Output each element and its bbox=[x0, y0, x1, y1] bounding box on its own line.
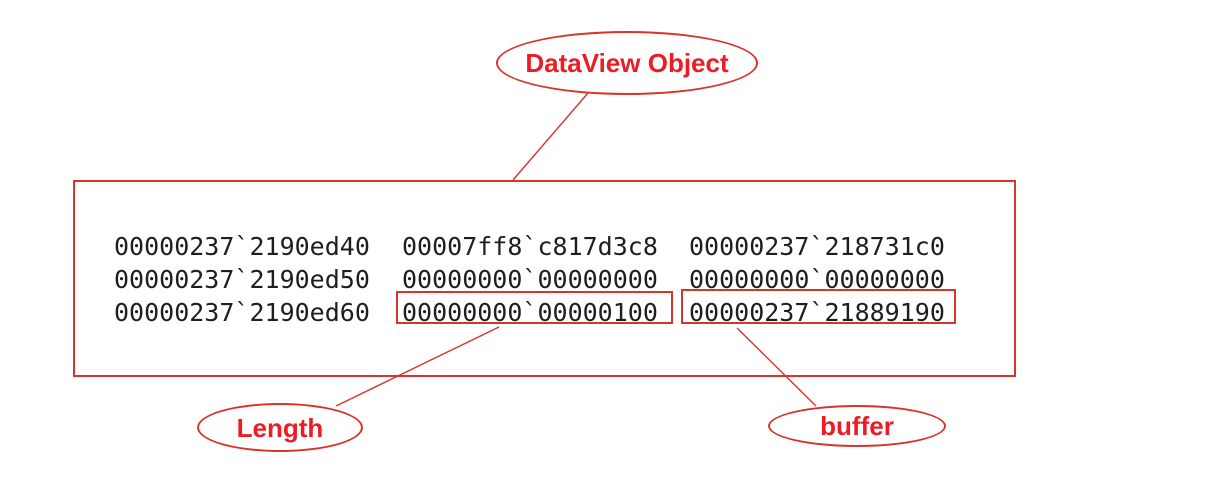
dataview-callout-ellipse: DataView Object bbox=[496, 31, 758, 95]
memory-address-cell: 00000237`2190ed60 bbox=[114, 298, 370, 327]
memory-value-cell-buffer: 00000237`21889190 bbox=[689, 298, 945, 327]
dataview-callout-label: DataView Object bbox=[525, 48, 729, 78]
memory-value-cell: 00000237`218731c0 bbox=[689, 232, 945, 261]
length-callout-ellipse: Length bbox=[197, 403, 363, 452]
memory-address-cell: 00000237`2190ed40 bbox=[114, 232, 370, 261]
memory-value-cell-length: 00000000`00000100 bbox=[402, 298, 658, 327]
memory-value-cell: 00000000`00000000 bbox=[402, 265, 658, 294]
memory-value-cell: 00007ff8`c817d3c8 bbox=[402, 232, 658, 261]
memory-dump-panel bbox=[73, 180, 1016, 377]
memory-value-cell: 00000000`00000000 bbox=[689, 265, 945, 294]
dataview-connector-line bbox=[512, 92, 589, 181]
buffer-callout-label: buffer bbox=[820, 411, 894, 441]
length-callout-label: Length bbox=[236, 412, 324, 443]
length-highlight-box bbox=[396, 291, 673, 324]
buffer-callout-ellipse: buffer bbox=[768, 405, 946, 447]
buffer-highlight-box bbox=[681, 289, 956, 324]
memory-address-cell: 00000237`2190ed50 bbox=[114, 265, 370, 294]
